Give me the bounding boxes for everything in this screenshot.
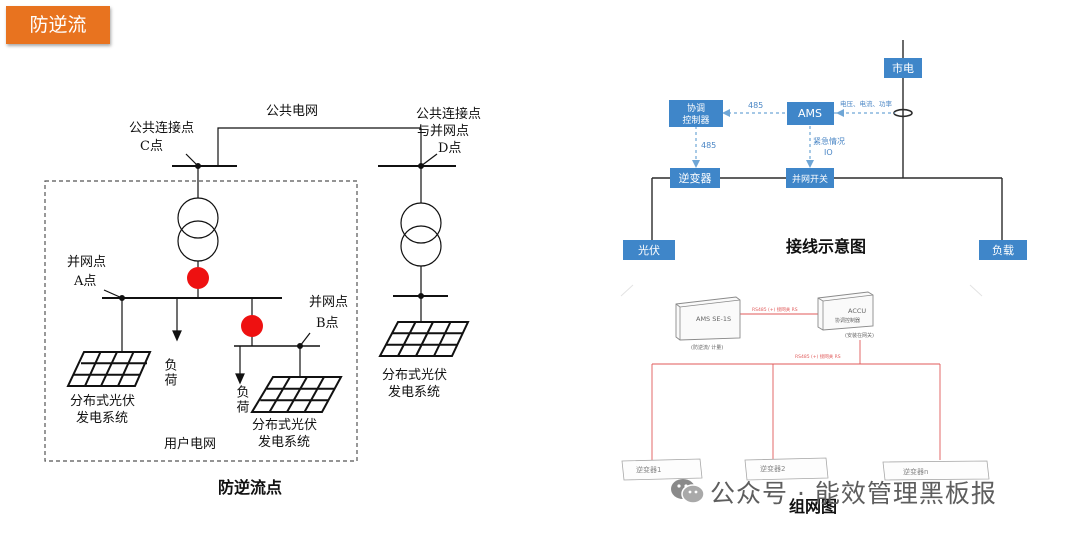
pointer-a [103,289,123,299]
label-pcc-d-1: 公共连接点 [416,106,481,122]
arrow-to-inverter [692,160,700,168]
watermark-text: 公众号 · 能效管理黑板报 [710,479,997,508]
public-grid-line [217,127,422,166]
user-grid-frame [44,180,358,462]
wechat-icon [671,479,705,504]
arrow-to-coordinator [722,109,730,117]
label-emergency-2: IO [824,148,833,157]
label-pv1-2: 发电系统 [76,410,128,426]
transformer-1-winding-a [177,197,219,239]
section-badge-title: 防逆流 [29,14,87,36]
arrow-to-switch [806,160,814,168]
wiring-diagram: 市电 AMS 协调 控制器 逆变器 并网开关 光伏 负载 485 485 电压、… [623,40,1027,260]
label-load-2: 负荷 [234,385,250,415]
faint-divider-left [620,284,634,297]
rs485-label-1: RS485 (+) 接网关 RS [752,306,798,313]
transformer-2-winding-a [400,202,442,244]
arrow-to-ams [836,109,844,117]
label-pcc-d-2: 与并网点 [417,124,469,139]
label-pv2-1: 分布式光伏 [252,418,317,433]
label-pv2-2: 发电系统 [258,434,310,450]
label-load-1: 负荷 [162,358,178,388]
coordinator-box [669,100,723,127]
pointer-d [420,153,438,167]
label-public-grid: 公共电网 [266,104,318,119]
mains-label: 市电 [892,61,914,75]
label-pv1-1: 分布式光伏 [70,394,135,409]
accu-controller-device: ACCU 协调控制器 (安装在网关) [817,291,874,339]
accu-sub: (安装在网关) [845,332,874,339]
network-caption: 组网图 [789,497,837,516]
load-2-arrow [235,373,245,385]
ams-label: AMS [798,107,822,120]
label-pcc-c-1: 公共连接点 [129,120,194,136]
inverter-2-label: 逆变器2 [760,464,785,473]
ams-meter-name: AMS SE-1S [696,315,731,323]
anti-backflow-diagram [44,127,470,462]
pointer-b [299,332,311,347]
transformer-1-winding-b [177,220,219,262]
label-pcc-c-2: C点 [140,139,163,154]
backflow-point-branch [241,315,263,337]
coordinator-label-2: 控制器 [682,114,709,126]
label-measurement: 电压、电流、功率 [840,99,893,108]
accu-desc: 协调控制器 [835,317,860,324]
label-pcc-d-3: D点 [438,141,461,156]
transformer-2-winding-b [400,225,442,267]
backflow-point-main [187,267,209,289]
load-1-arrow [172,330,182,342]
network-diagram: RS485 (+) 接网关 RS RS485 (+) 接网关 RS AMS SE… [620,284,990,516]
label-pv3-1: 分布式光伏 [382,368,447,383]
label-pv3-2: 发电系统 [388,384,440,400]
node-pv3 [418,293,425,300]
label-user-grid: 用户电网 [164,436,216,452]
pv-label: 光伏 [638,243,660,257]
inverter-box [670,168,720,188]
label-grid-point-a-2: A点 [73,274,96,289]
label-485-side: 485 [701,141,716,150]
label-grid-point-a-1: 并网点 [67,255,106,270]
grid-switch-box [786,168,834,188]
pointer-c [185,153,199,167]
left-caption: 防逆流点 [218,478,282,497]
load-box [979,240,1027,260]
inverter-1-device [621,458,703,481]
rs485-label-2: RS485 (+) 接网关 RS [795,353,841,360]
faint-divider-right [969,284,983,297]
inverter-1-label: 逆变器1 [636,465,661,474]
anti-backflow-labels: 公共电网 公共连接点 C点 公共连接点 与并网点 D点 并网点 A点 并网点 B… [67,104,481,452]
accu-name: ACCU [848,307,866,315]
section-badge: 防逆流 [6,6,110,44]
pv-panel-1 [66,351,152,387]
wiring-caption: 接线示意图 [786,237,866,256]
label-grid-point-b-1: 并网点 [309,295,348,310]
pv-panel-3 [378,321,470,357]
mains-box [884,58,922,78]
coordinator-label-1: 协调 [687,102,705,114]
pv-box [623,240,675,260]
grid-switch-label: 并网开关 [792,173,828,185]
inverter-n-device [882,460,990,481]
inverter-label: 逆变器 [679,171,712,185]
ams-meter-device: AMS SE-1S (防逆流/ 计量) [675,296,741,351]
inverter-2-device [744,457,829,481]
pv-panel-2 [250,376,343,413]
ams-meter-sub: (防逆流/ 计量) [691,344,723,351]
label-485-top: 485 [748,101,763,110]
inverter-n-label: 逆变器n [903,467,928,476]
label-emergency-1: 紧急情况 [813,136,845,146]
label-grid-point-b-2: B点 [316,316,339,331]
load-label: 负载 [992,243,1014,257]
ams-box [787,102,834,125]
